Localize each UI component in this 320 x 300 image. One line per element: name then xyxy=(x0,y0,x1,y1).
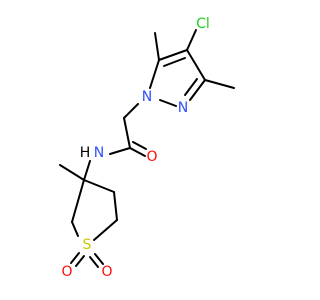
bond-carbonyl-nh xyxy=(109,147,131,155)
bond-s-o-right-double xyxy=(89,256,99,268)
bond-n1-n2 xyxy=(159,99,177,107)
pyrazole-n2-label: N xyxy=(178,100,188,116)
sulfonyl-oxygen-left-label: O xyxy=(61,264,72,280)
atom-labels: Cl N N O H N S O O xyxy=(61,16,209,280)
bond-carbonyl-o-double xyxy=(132,141,147,150)
bond-s-c2ring xyxy=(71,221,79,237)
bond-c3ring-methyl xyxy=(59,164,85,181)
bond-n1-ch2 xyxy=(123,103,139,119)
bond-s-o-right xyxy=(94,253,104,265)
bond-lines xyxy=(59,29,235,268)
chlorine-atom-label: Cl xyxy=(196,16,210,32)
bond-c5-n1 xyxy=(149,59,160,89)
bond-c3-methyl xyxy=(204,79,235,89)
bond-n2-c3 xyxy=(189,79,206,101)
pyrazole-n1-label: N xyxy=(142,89,152,105)
bond-carbonyl-o xyxy=(129,147,146,157)
sulfonyl-oxygen-right-label: O xyxy=(101,264,112,280)
molecule-structure-diagram: Cl N N O H N S O O xyxy=(59,16,235,280)
bond-nh-c3ring xyxy=(83,160,91,181)
sulfur-atom-label: S xyxy=(83,237,92,253)
bond-n2-c3-double xyxy=(184,78,198,96)
bond-c5ring-s xyxy=(93,219,118,241)
bond-c4-cl xyxy=(186,29,197,51)
bond-c4ring-c5ring xyxy=(113,191,118,221)
amide-nitrogen-label: N xyxy=(94,145,104,161)
bond-s-o-left xyxy=(70,252,80,264)
bond-c4-c5-double xyxy=(163,57,186,67)
amide-hydrogen-label: H xyxy=(80,145,91,161)
bond-ch2-carbonyl xyxy=(123,117,131,149)
bond-s-o-left-double xyxy=(75,255,85,267)
bond-c5-methyl xyxy=(154,32,160,61)
bond-c2ring-c3ring xyxy=(71,179,85,223)
bond-c3-c4 xyxy=(186,49,206,81)
bond-c4-c5 xyxy=(158,49,188,61)
amide-oxygen-label: O xyxy=(146,149,157,165)
bond-c3ring-c4ring xyxy=(83,179,115,193)
